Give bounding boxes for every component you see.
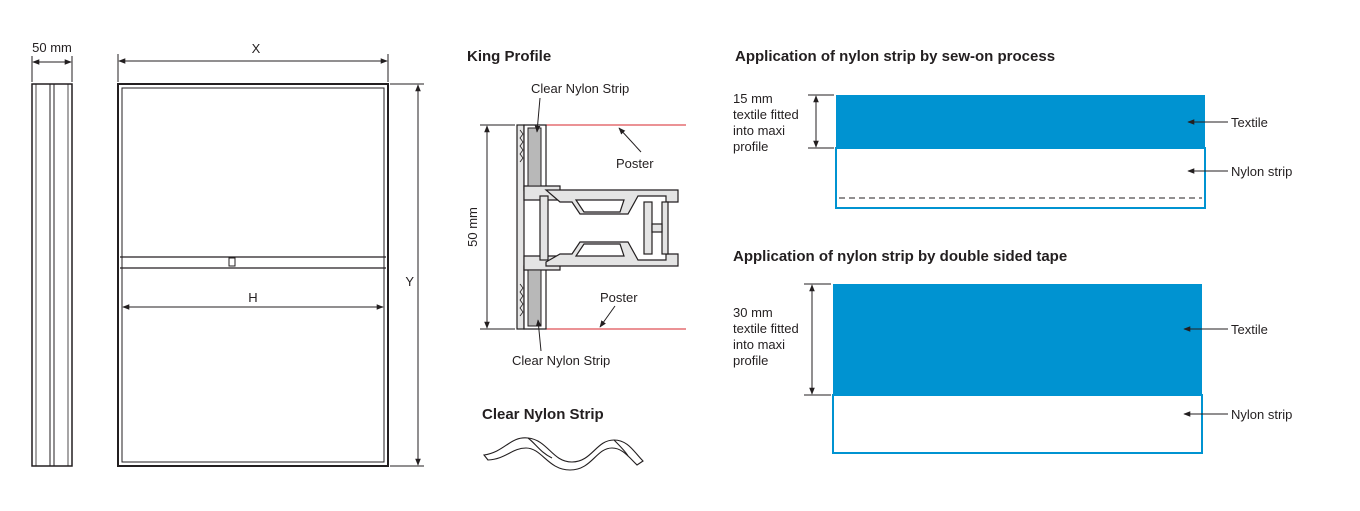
king-profile-title: King Profile [467, 48, 551, 65]
tape-nylon-label: Nylon strip [1231, 407, 1292, 422]
king-profile-dimension-label: 50 mm [465, 207, 480, 247]
sew-on-dimension: 15 mm textile fitted into maxi profile [733, 91, 834, 154]
strip-label-top: Clear Nylon Strip [531, 81, 629, 96]
tape-nylon-band [832, 394, 1203, 454]
connector-icon [228, 257, 236, 267]
depth-dimension: 50 mm [31, 40, 73, 82]
sew-on-dimension-line-2: textile fitted [733, 107, 799, 122]
width-label: X [252, 41, 261, 56]
frame-front-view [117, 83, 389, 467]
sew-on-dimension-line-4: profile [733, 139, 768, 154]
sew-on-textile-band [836, 95, 1205, 148]
depth-label: 50 mm [32, 40, 72, 55]
poster-label-top: Poster [616, 156, 654, 171]
tape-title: Application of nylon strip by double sid… [733, 248, 1067, 265]
sew-on-dimension-line-3: into maxi [733, 123, 785, 138]
tape-textile-label: Textile [1231, 322, 1268, 337]
sew-on-panel [835, 95, 1206, 209]
tape-dimension-line-3: into maxi [733, 337, 785, 352]
tape-dimension-line-1: 30 mm [733, 305, 773, 320]
inner-width-label: H [248, 290, 257, 305]
poster-label-bottom: Poster [600, 290, 638, 305]
sew-on-textile-label: Textile [1231, 115, 1268, 130]
nylon-strip-title: Clear Nylon Strip [482, 406, 604, 423]
tape-panel [832, 284, 1203, 454]
tape-dimension: 30 mm textile fitted into maxi profile [733, 283, 831, 396]
inner-width-dimension: H [122, 290, 384, 310]
nylon-strip-section [519, 127, 542, 327]
tape-dimension-line-2: textile fitted [733, 321, 799, 336]
king-profile-callouts: Clear Nylon Strip Poster Poster Clear Ny… [512, 81, 654, 368]
sew-on-callouts: Textile Nylon strip [1187, 115, 1292, 179]
sew-on-nylon-label: Nylon strip [1231, 164, 1292, 179]
frame-side-view [31, 83, 73, 467]
nylon-strip-sketch [482, 437, 644, 471]
sew-on-nylon-band [835, 147, 1206, 209]
sew-on-title: Application of nylon strip by sew-on pro… [735, 48, 1055, 65]
tape-textile-band [833, 284, 1202, 395]
width-dimension: X [117, 41, 389, 82]
king-profile-dimension: 50 mm [465, 124, 515, 330]
sew-on-dimension-line-1: 15 mm [733, 91, 773, 106]
tape-dimension-line-4: profile [733, 353, 768, 368]
tape-callouts: Textile Nylon strip [1183, 322, 1292, 422]
strip-label-bottom: Clear Nylon Strip [512, 353, 610, 368]
height-label: Y [405, 274, 414, 289]
height-dimension: Y [390, 83, 424, 467]
